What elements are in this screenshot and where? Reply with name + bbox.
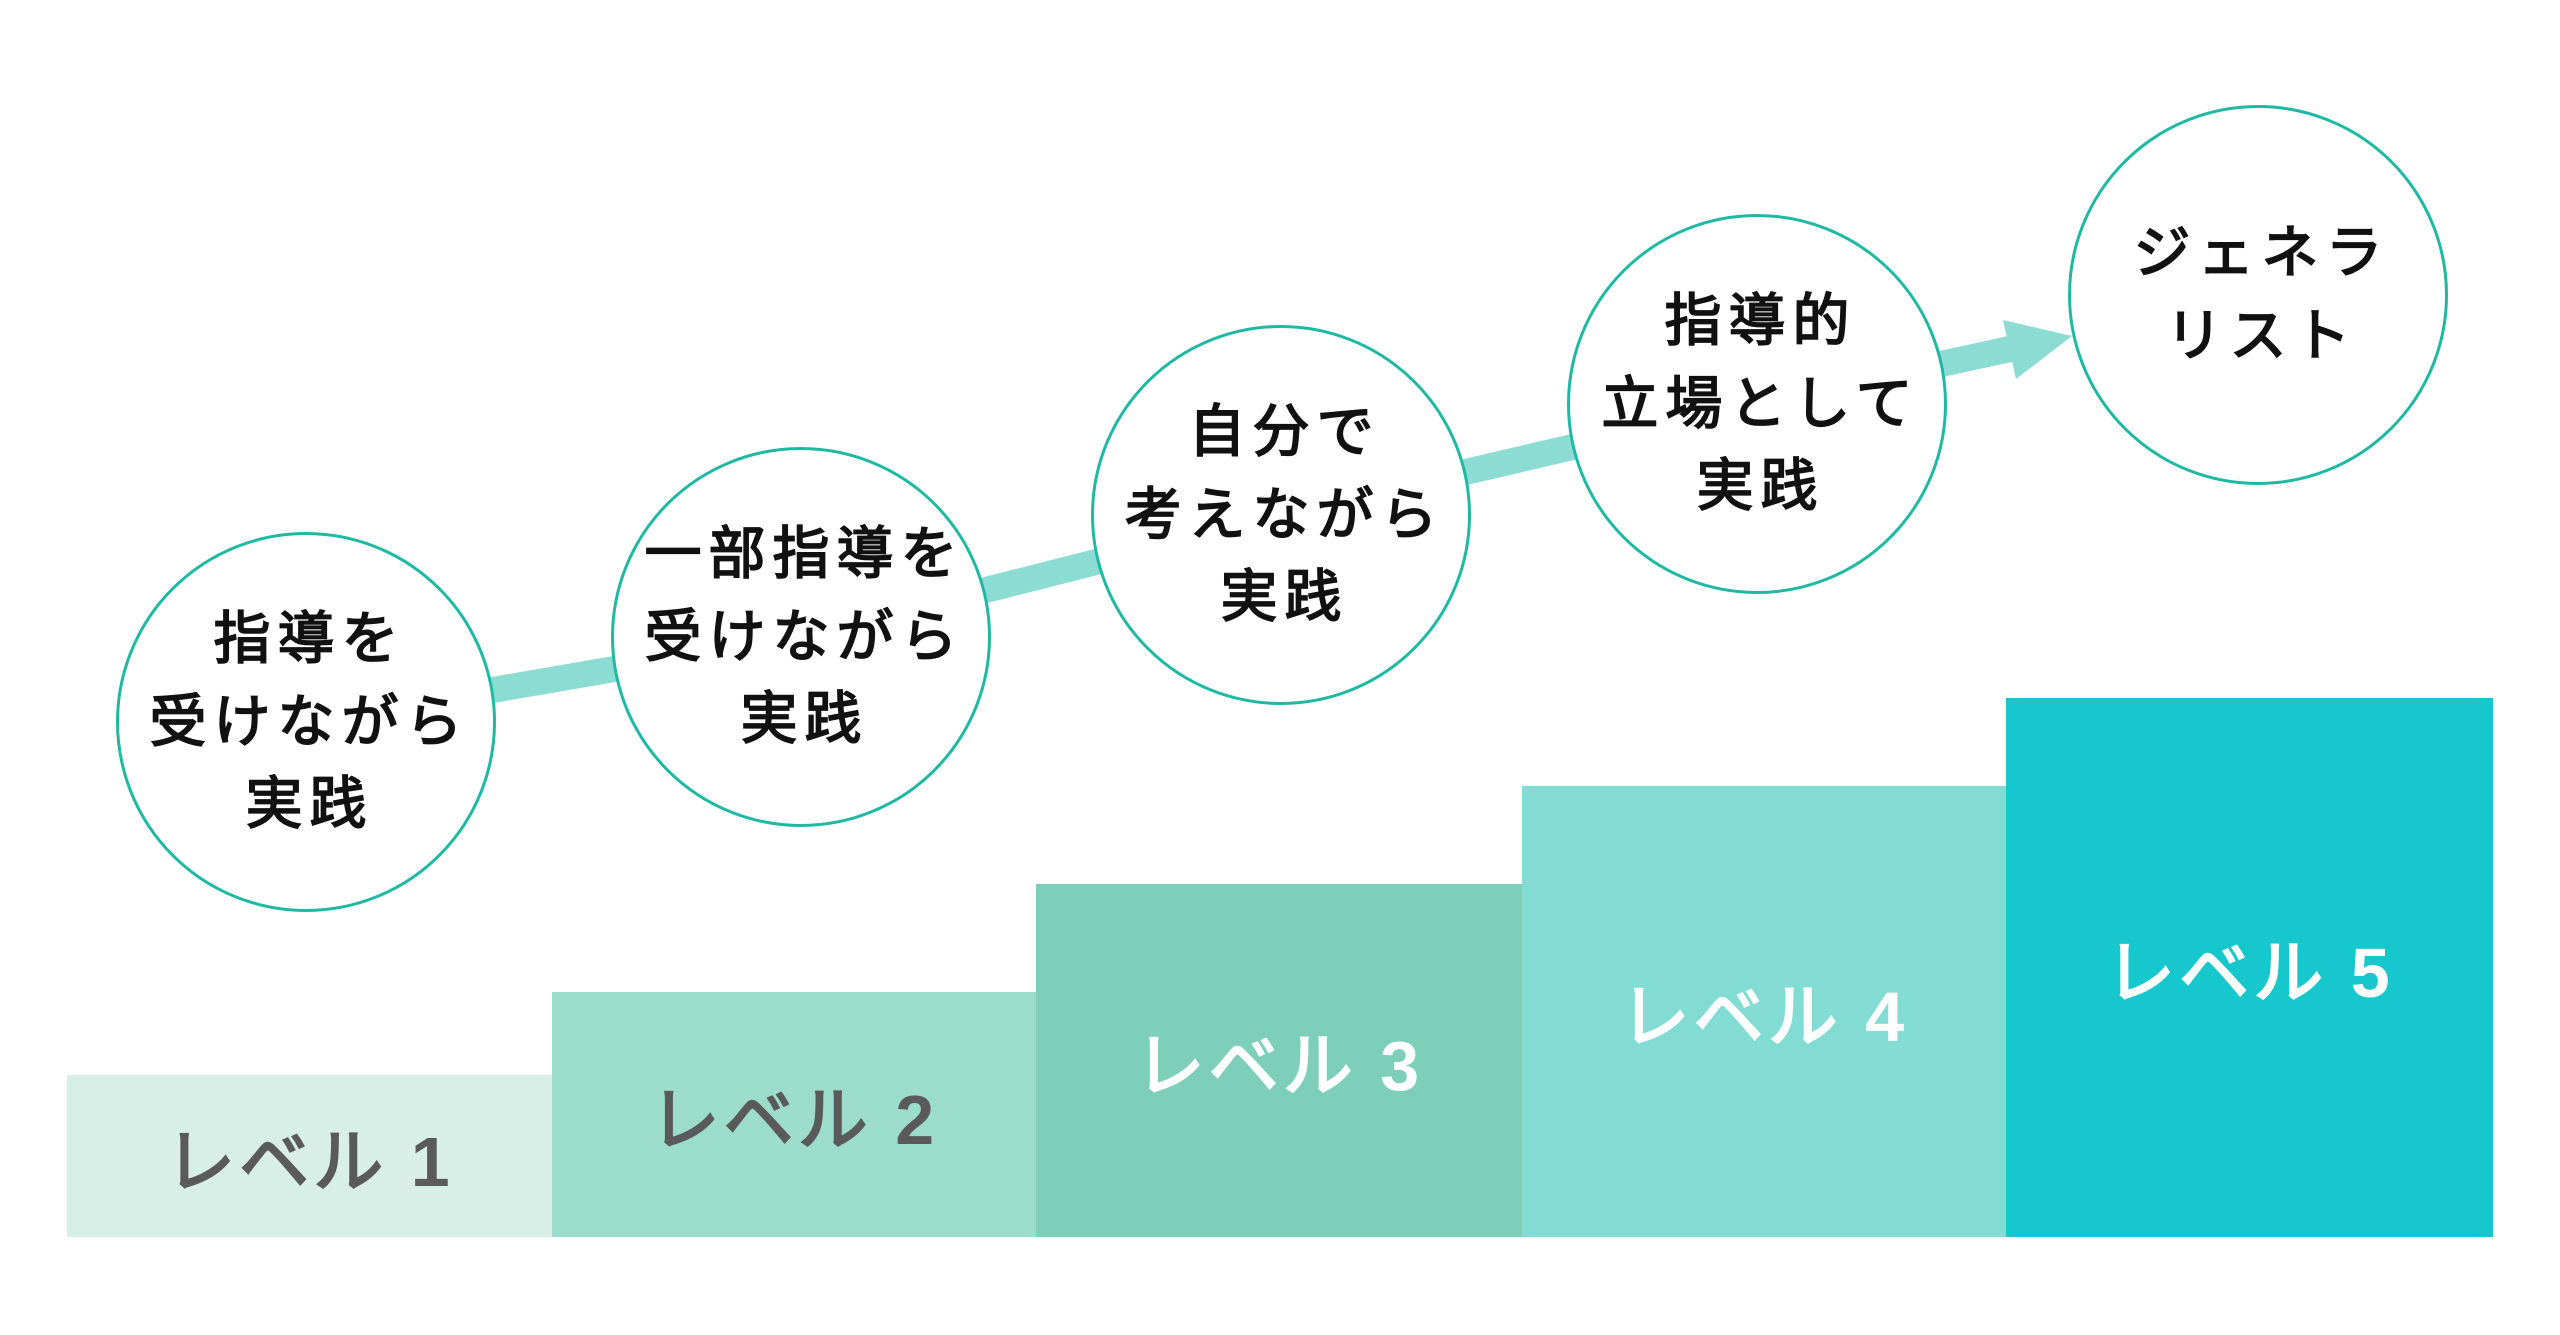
step-circle-5-line1: ジェネラ	[2133, 221, 2390, 286]
step-circle-4: 指導的 立場として 実践	[1567, 214, 1947, 594]
step-circle-2-line2: 受けながら	[644, 604, 965, 669]
step-circle-2-line3: 実践	[740, 687, 869, 752]
step-circle-2: 一部指導を 受けながら 実践	[611, 447, 991, 827]
step-circle-5-line2: リスト	[2165, 304, 2358, 368]
level-bar-2: レベル 2	[552, 992, 1036, 1237]
level-bar-5: レベル 5	[2006, 698, 2493, 1237]
level-bar-4: レベル 4	[1522, 786, 2006, 1237]
step-circle-4-line1: 指導的	[1664, 289, 1857, 354]
level-bar-3-label: レベル 3	[1134, 1027, 1424, 1105]
step-circle-1: 指導を 受けながら 実践	[116, 532, 496, 912]
arrow-head-icon	[2003, 320, 2072, 379]
step-circle-3-line1: 自分で	[1188, 400, 1381, 465]
step-circle-3: 自分で 考えながら 実践	[1091, 325, 1471, 705]
level-bar-1-label: レベル 1	[165, 1122, 454, 1201]
level-bar-2-label: レベル 2	[649, 1081, 939, 1159]
step-circle-1-line1: 指導を	[213, 607, 406, 672]
step-circle-4-line3: 実践	[1696, 454, 1825, 519]
step-circle-3-line2: 考えながら	[1124, 482, 1445, 547]
level-bar-5-label: レベル 5	[2105, 934, 2394, 1012]
level-bar-4-label: レベル 4	[1619, 978, 1909, 1056]
step-circle-3-line3: 実践	[1220, 565, 1349, 630]
step-circle-1-line2: 受けながら	[149, 689, 470, 754]
step-circle-1-line3: 実践	[245, 772, 374, 837]
step-circle-4-line2: 立場として	[1601, 371, 1920, 436]
step-circle-2-line1: 一部指導を	[644, 522, 965, 587]
step-circle-5: ジェネラ リスト	[2068, 105, 2448, 485]
level-bar-1: レベル 1	[67, 1075, 552, 1237]
level-bar-3: レベル 3	[1036, 884, 1522, 1237]
